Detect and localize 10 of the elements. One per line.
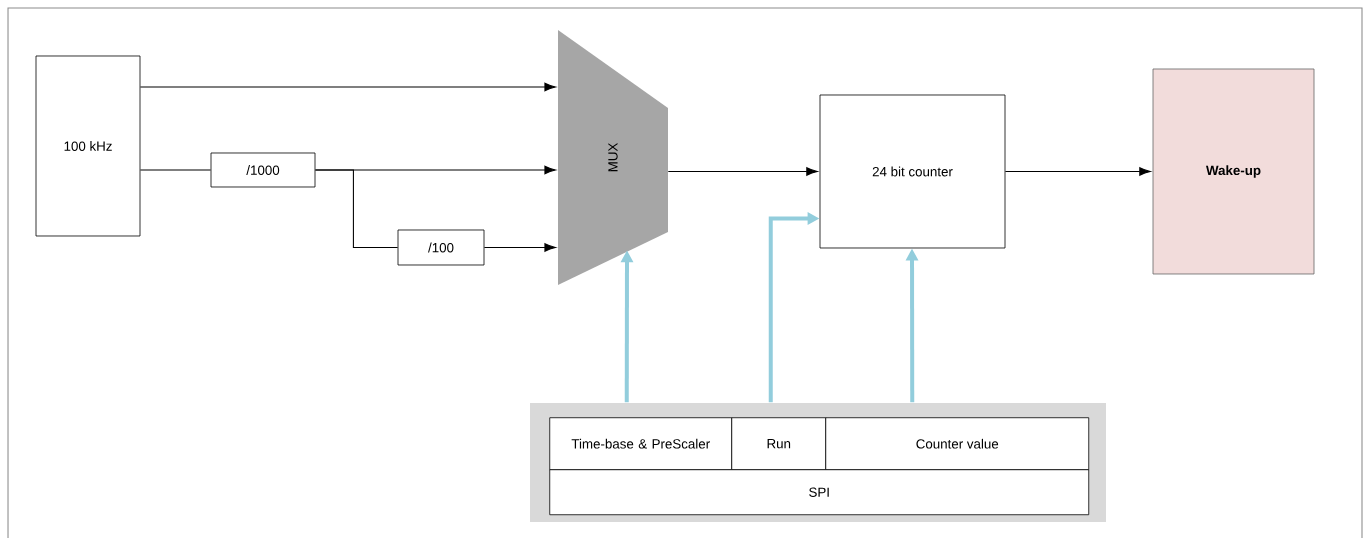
clock-box: 100 kHz [35, 55, 141, 237]
arrow [667, 167, 818, 176]
table-cell: Time-base & PreScaler [549, 417, 733, 471]
counter-box: 24 bit counter [819, 94, 1006, 249]
arrow [1004, 167, 1151, 176]
table-cell: Run [731, 417, 827, 471]
arrow [139, 82, 556, 92]
mux-trapezoid: MUX [558, 30, 668, 285]
output-box: Wake-up [1152, 68, 1315, 275]
arrow [483, 243, 556, 252]
